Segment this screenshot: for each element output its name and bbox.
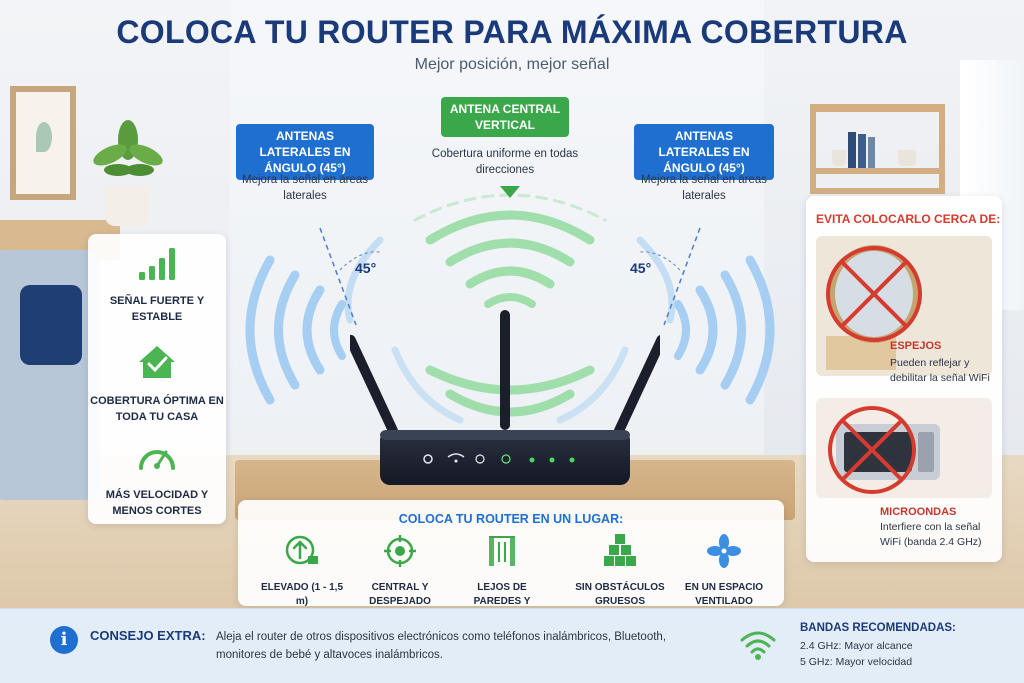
tip-label: CONSEJO EXTRA: — [90, 628, 206, 643]
antenna-center-desc: Cobertura uniforme en todas direcciones — [431, 148, 579, 176]
avoid-item-desc: Interfiere con la señal WiFi (banda 2.4 … — [880, 521, 982, 548]
boxes-icon — [604, 534, 636, 566]
benefit-item: COBERTURA ÓPTIMA EN TODA TU CASA — [89, 342, 225, 425]
placement-label: ELEVADO (1 - 1,5 m) — [260, 582, 344, 607]
wall-picture-frame — [10, 86, 76, 200]
speedometer-icon — [139, 450, 175, 470]
background-shelf-board — [816, 168, 939, 174]
page-title: COLOCA TU ROUTER PARA MÁXIMA COBERTURA — [116, 14, 908, 50]
shelf-book — [858, 134, 866, 168]
placement-item: EN UN ESPACIO VENTILADO — [678, 534, 770, 609]
placement-label: EN UN ESPACIO VENTILADO — [684, 582, 764, 607]
placement-item: CENTRAL Y DESPEJADO — [354, 534, 446, 609]
band-item: 2.4 GHz: Mayor alcance — [800, 640, 913, 652]
benefit-label: COBERTURA ÓPTIMA EN TODA TU CASA — [90, 395, 224, 423]
antenna-left-angle: 45° — [355, 260, 377, 276]
benefit-item: SEÑAL FUERTE Y ESTABLE — [89, 246, 225, 325]
band-item: 5 GHz: Mayor velocidad — [800, 656, 913, 668]
tip-text: Aleja el router de otros dispositivos el… — [216, 631, 667, 661]
placement-title: COLOCA TU ROUTER EN UN LUGAR: — [398, 512, 624, 526]
antenna-right-desc: Mejora la señal en áreas laterales — [641, 174, 767, 202]
benefits-card — [88, 234, 226, 524]
benefit-label: SEÑAL FUERTE Y ESTABLE — [109, 295, 205, 323]
plant-pot — [105, 186, 149, 226]
wifi-icon — [740, 631, 776, 660]
shelf-pot — [832, 150, 846, 166]
page-subtitle: Mejor posición, mejor señal — [414, 56, 610, 73]
antenna-right-label: ANTENAS LATERALES EN ÁNGULO (45°) — [634, 124, 774, 180]
shelf-book — [868, 137, 875, 168]
benefit-item: MÁS VELOCIDAD Y MENOS CORTES — [89, 438, 225, 519]
elevated-icon — [285, 535, 318, 565]
signal-bars-icon — [139, 248, 175, 280]
router-device — [350, 310, 660, 485]
antenna-left-label: ANTENAS LATERALES EN ÁNGULO (45°) — [236, 124, 374, 180]
placement-label: CENTRAL Y DESPEJADO — [369, 582, 431, 607]
mirror-crossed-icon — [816, 236, 992, 376]
avoid-item-name: MICROONDAS — [880, 506, 957, 518]
fan-icon — [707, 534, 741, 568]
footer-bar — [0, 608, 1024, 683]
benefit-label: MÁS VELOCIDAD Y MENOS CORTES — [105, 489, 209, 517]
home-check-icon — [139, 346, 175, 378]
antenna-right-angle: 45° — [630, 260, 652, 276]
wifi-waves-illustration — [245, 186, 775, 424]
placement-label: SIN OBSTÁCULOS GRUESOS — [575, 582, 665, 607]
target-icon — [384, 535, 416, 567]
avoid-item-name: ESPEJOS — [890, 340, 942, 352]
shelf-book — [848, 132, 856, 168]
bands-title: BANDAS RECOMENDADAS: — [800, 622, 956, 634]
background-shelf — [810, 104, 945, 194]
background-cushion — [20, 285, 82, 365]
walls-icon — [489, 536, 515, 566]
antenna-center-label: ANTENA CENTRAL VERTICAL — [441, 97, 569, 137]
avoid-title: EVITA COLOCARLO CERCA DE: — [816, 212, 1001, 226]
shelf-pot — [898, 150, 916, 166]
placement-item: ELEVADO (1 - 1,5 m) — [256, 534, 348, 609]
antenna-left-desc: Mejora la señal en áreas laterales — [242, 174, 368, 202]
microwave-crossed-icon — [816, 398, 992, 498]
placement-item: SIN OBSTÁCULOS GRUESOS — [574, 534, 666, 609]
plant-icon — [93, 120, 163, 176]
info-icon: i — [50, 626, 78, 654]
avoid-item-desc: Pueden reflejar y debilitar la señal WiF… — [890, 357, 990, 384]
